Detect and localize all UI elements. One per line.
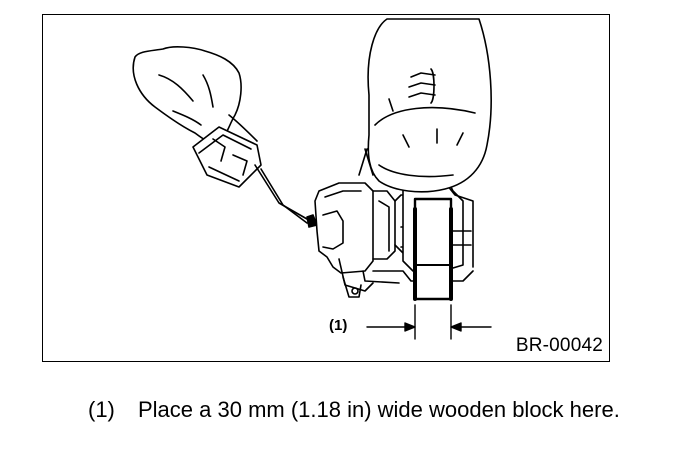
dimension-marker (366, 304, 492, 340)
caliper-illustration (132, 18, 492, 340)
figure-code: BR-00042 (515, 335, 603, 356)
wooden-block-icon (413, 197, 453, 301)
note-text: Place a 30 mm (1.18 in) wide wooden bloc… (138, 397, 620, 422)
air-gun-icon (192, 126, 262, 188)
air-hose-icon (254, 164, 318, 228)
note-number: (1) (88, 397, 115, 422)
callout-label: (1) (329, 317, 348, 334)
shoe-icon (367, 18, 492, 193)
figure-frame: (1) BR-00042 (42, 14, 610, 362)
